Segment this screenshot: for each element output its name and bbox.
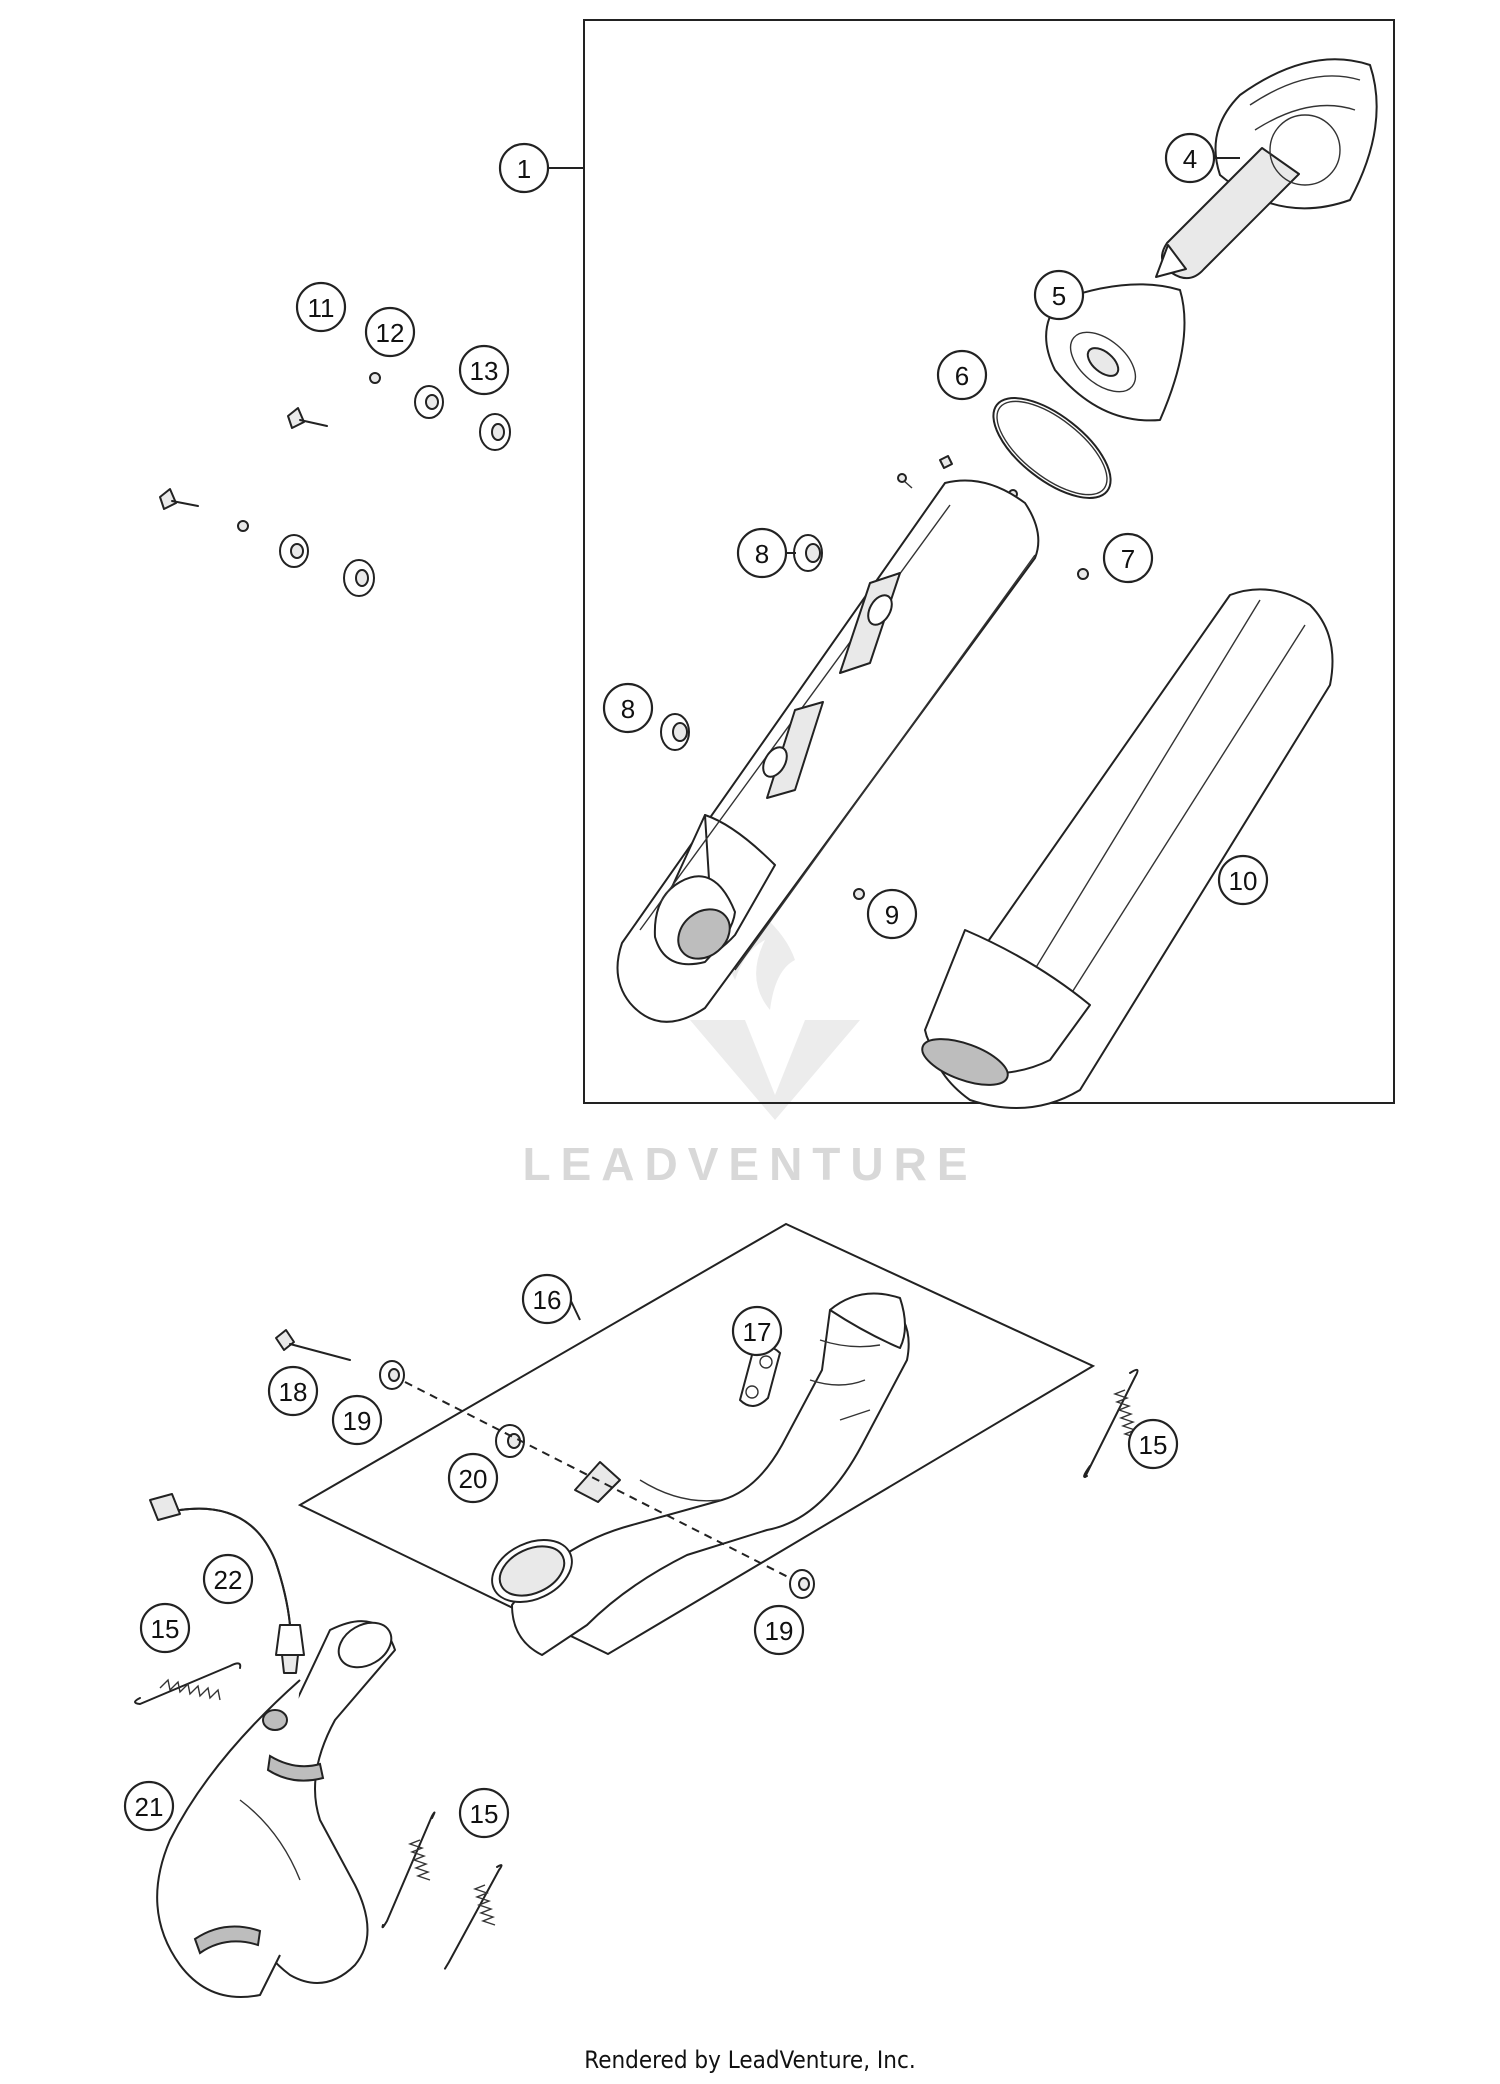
end-cap-part	[1155, 58, 1378, 280]
callout-18: 18	[267, 1365, 319, 1417]
cone-insert-part	[1045, 283, 1186, 422]
header-pipe-part	[491, 1292, 910, 1656]
callout-circle	[1033, 269, 1085, 321]
callout-circle	[1164, 132, 1216, 184]
callout-8: 8	[602, 682, 654, 734]
callout-15: 15	[1127, 1418, 1179, 1470]
callout-label: 17	[743, 1317, 772, 1347]
callout-label: 15	[470, 1799, 499, 1829]
callout-circle	[364, 306, 416, 358]
callout-label: 12	[376, 318, 405, 348]
callout-circle	[602, 682, 654, 734]
callout-label: 19	[343, 1406, 372, 1436]
callout-circle	[753, 1604, 805, 1656]
callout-10: 10	[1217, 854, 1269, 906]
callout-7: 7	[1102, 532, 1154, 584]
sensor-cable-part	[149, 1493, 305, 1674]
gasket-ring-part	[992, 397, 1112, 499]
callout-label: 16	[533, 1285, 562, 1315]
callout-label: 13	[470, 356, 499, 386]
callout-21: 21	[123, 1780, 175, 1832]
muffler-body-part	[616, 479, 1040, 1023]
callout-label: 19	[765, 1616, 794, 1646]
callout-15: 15	[139, 1602, 191, 1654]
callout-circle	[731, 1305, 783, 1357]
callout-circle	[447, 1452, 499, 1504]
spring-left-part	[134, 1662, 242, 1705]
mounting-hardware-upper	[287, 372, 511, 451]
callout-17: 17	[731, 1305, 783, 1357]
callout-11: 11	[295, 281, 347, 333]
assembly-axis-line	[404, 1381, 791, 1579]
callout-label: 8	[755, 539, 769, 569]
callout-15: 15	[458, 1787, 510, 1839]
muffler-sleeve-part	[921, 588, 1334, 1109]
callout-label: 21	[135, 1792, 164, 1822]
callout-circle	[139, 1602, 191, 1654]
callout-label: 15	[1139, 1430, 1168, 1460]
callout-label: 1	[517, 154, 531, 184]
callout-circle	[866, 888, 918, 940]
callout-circle	[1102, 532, 1154, 584]
callout-9: 9	[866, 888, 918, 940]
spring-lower-part	[444, 1864, 503, 1970]
callout-circle	[1127, 1418, 1179, 1470]
callout-circle	[458, 1787, 510, 1839]
callout-circle	[936, 349, 988, 401]
callouts-layer: 1 4 5 6 7 8 8 9 10 11 12 13 15 15 15 16 17 18 19 19 20 21 22	[123, 132, 1269, 1839]
bolt-part	[275, 1329, 351, 1361]
grommet-pipe-part	[495, 1424, 525, 1458]
callout-20: 20	[447, 1452, 499, 1504]
callout-19: 19	[753, 1604, 805, 1656]
spring-middle-part	[381, 1811, 436, 1929]
callout-circle	[202, 1553, 254, 1605]
callout-circle	[458, 344, 510, 396]
callout-circle	[331, 1394, 383, 1446]
callout-22: 22	[202, 1553, 254, 1605]
callout-circle	[295, 281, 347, 333]
callout-label: 18	[279, 1377, 308, 1407]
callout-12: 12	[364, 306, 416, 358]
screw-part	[853, 888, 865, 900]
callout-19: 19	[331, 1394, 383, 1446]
callout-circle	[1217, 854, 1269, 906]
grommet-lower-part	[660, 713, 690, 751]
callout-label: 8	[621, 694, 635, 724]
callout-8: 8	[736, 527, 788, 579]
callout-circle	[521, 1273, 573, 1325]
callout-circle	[123, 1780, 175, 1832]
spring-right-part	[1083, 1368, 1139, 1478]
callout-label: 15	[151, 1614, 180, 1644]
callout-circle	[498, 142, 550, 194]
footer-text: Rendered by LeadVenture, Inc.	[584, 2046, 915, 2074]
callout-label: 9	[885, 900, 899, 930]
callout-5: 5	[1033, 269, 1085, 321]
callout-label: 10	[1229, 866, 1258, 896]
washer-lower-part	[789, 1569, 815, 1599]
callout-13: 13	[458, 344, 510, 396]
callout-label: 4	[1183, 144, 1197, 174]
watermark-text: LEADVENTURE	[522, 1138, 977, 1190]
callout-label: 7	[1121, 544, 1135, 574]
callout-16: 16	[521, 1273, 573, 1325]
front-header-pipe-part	[156, 1620, 396, 1998]
callout-label: 22	[214, 1565, 243, 1595]
callout-label: 5	[1052, 281, 1066, 311]
header-pipe-assembly-outline	[297, 1222, 1096, 1656]
watermark: LEADVENTURE	[522, 900, 977, 1190]
callout-1: 1	[498, 142, 550, 194]
callout-circle	[736, 527, 788, 579]
callout-4: 4	[1164, 132, 1216, 184]
mounting-hardware-lower	[159, 488, 375, 597]
callout-label: 11	[308, 293, 335, 323]
grommet-upper-part	[793, 534, 823, 572]
washer-upper-part	[379, 1360, 405, 1390]
callout-circle	[267, 1365, 319, 1417]
callout-label: 6	[955, 361, 969, 391]
callout-label: 20	[459, 1464, 488, 1494]
callout-6: 6	[936, 349, 988, 401]
